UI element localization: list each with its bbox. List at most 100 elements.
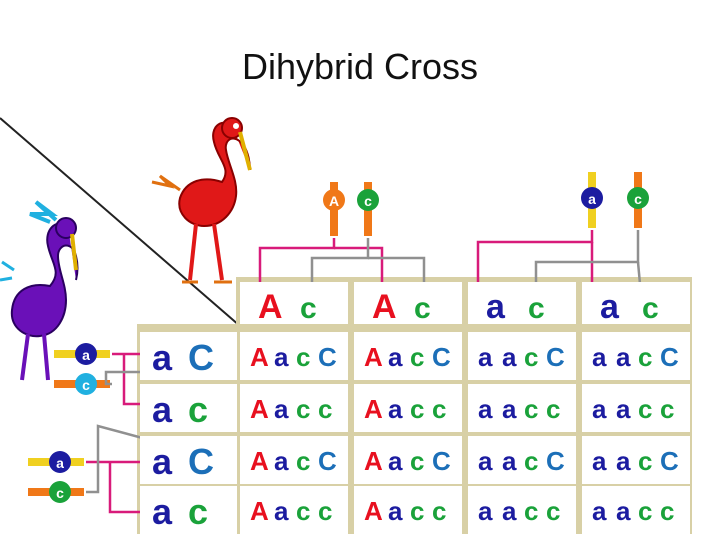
female-gamete-allele-2: C <box>188 441 214 482</box>
offspring-allele: c <box>432 394 446 424</box>
offspring-allele: a <box>274 394 289 424</box>
offspring-cell <box>240 486 348 534</box>
offspring-allele: c <box>410 394 424 424</box>
diagonal-divider <box>0 117 241 327</box>
offspring-allele: C <box>546 342 565 372</box>
offspring-allele: a <box>388 394 403 424</box>
offspring-allele: a <box>274 446 289 476</box>
offspring-cell <box>468 486 576 534</box>
offspring-allele: c <box>432 496 446 526</box>
offspring-allele: a <box>388 446 403 476</box>
offspring-allele: a <box>388 496 403 526</box>
male-gamete-allele-1: A <box>258 288 283 326</box>
offspring-cell <box>354 384 462 432</box>
offspring-cell <box>582 384 690 432</box>
page-title: Dihybrid Cross <box>241 46 479 87</box>
offspring-allele: A <box>364 496 383 526</box>
offspring-allele: a <box>478 342 493 372</box>
female-gamete-allele-1: a <box>152 491 173 532</box>
offspring-allele: A <box>364 342 383 372</box>
offspring-allele: a <box>592 394 607 424</box>
female-gamete-allele-1: a <box>152 337 173 378</box>
offspring-allele: a <box>502 446 517 476</box>
female-chromosome-c2: c <box>28 481 84 503</box>
svg-text:c: c <box>364 193 372 209</box>
offspring-cell <box>240 384 348 432</box>
female-gamete-allele-2: c <box>188 389 208 430</box>
offspring-allele: C <box>546 446 565 476</box>
offspring-cell <box>582 332 690 380</box>
male-gamete-allele-2: c <box>414 292 431 325</box>
offspring-allele: a <box>478 496 493 526</box>
male-parent-bird-icon <box>151 117 252 284</box>
female-chromosome-a: a <box>54 343 110 365</box>
svg-text:a: a <box>82 347 90 363</box>
offspring-cell <box>240 436 348 484</box>
offspring-allele: c <box>296 446 310 476</box>
offspring-allele: C <box>318 446 337 476</box>
svg-text:A: A <box>329 193 339 209</box>
female-parent-bird-icon <box>0 200 79 381</box>
male-gamete-allele-2: c <box>300 292 317 325</box>
offspring-allele: A <box>250 342 269 372</box>
offspring-cell <box>468 436 576 484</box>
offspring-allele: c <box>524 394 538 424</box>
offspring-allele: c <box>524 446 538 476</box>
offspring-allele: a <box>478 394 493 424</box>
female-gamete-allele-2: C <box>188 337 214 378</box>
offspring-cell <box>354 332 462 380</box>
offspring-allele: a <box>616 394 631 424</box>
male-chromosome-c: c <box>357 182 379 236</box>
offspring-allele: c <box>410 446 424 476</box>
offspring-allele: c <box>660 394 674 424</box>
male-gamete-allele-1: a <box>600 288 620 326</box>
offspring-cell <box>240 332 348 380</box>
offspring-allele: a <box>274 496 289 526</box>
male-gamete-cell <box>468 282 576 324</box>
svg-text:c: c <box>82 377 90 393</box>
offspring-allele: c <box>296 394 310 424</box>
offspring-allele: C <box>660 342 679 372</box>
offspring-allele: c <box>410 342 424 372</box>
offspring-allele: a <box>502 496 517 526</box>
female-chromosome-c: c <box>54 373 110 395</box>
male-gamete-cell <box>354 282 462 324</box>
svg-text:a: a <box>56 455 64 471</box>
offspring-allele: A <box>250 394 269 424</box>
male-gamete-allele-2: c <box>528 292 545 325</box>
male-gamete-allele-1: a <box>486 288 506 326</box>
offspring-cell <box>468 332 576 380</box>
male-gamete-cell <box>582 282 690 324</box>
female-gamete-cell <box>140 486 237 534</box>
offspring-allele: a <box>502 342 517 372</box>
svg-text:c: c <box>56 485 64 501</box>
offspring-allele: c <box>546 394 560 424</box>
female-chromosome-a2: a <box>28 451 84 473</box>
offspring-allele: c <box>524 496 538 526</box>
offspring-allele: a <box>388 342 403 372</box>
offspring-allele: A <box>364 446 383 476</box>
female-gamete-cell <box>140 436 237 484</box>
male-chromosome-A: A <box>323 182 345 236</box>
svg-text:c: c <box>634 191 642 207</box>
offspring-cell <box>582 436 690 484</box>
offspring-allele: C <box>318 342 337 372</box>
female-gamete-allele-1: a <box>152 441 173 482</box>
male-connectors <box>258 230 642 285</box>
offspring-allele: a <box>616 496 631 526</box>
offspring-allele: c <box>318 394 332 424</box>
male-chromosome-a: a <box>581 172 603 228</box>
offspring-allele: c <box>410 496 424 526</box>
offspring-allele: A <box>250 496 269 526</box>
female-gamete-cell <box>140 332 237 380</box>
offspring-allele: a <box>592 342 607 372</box>
offspring-allele: a <box>592 496 607 526</box>
offspring-allele: a <box>616 342 631 372</box>
offspring-allele: c <box>546 496 560 526</box>
offspring-allele: c <box>638 496 652 526</box>
offspring-cell <box>354 486 462 534</box>
offspring-allele: A <box>364 394 383 424</box>
offspring-cell <box>354 436 462 484</box>
